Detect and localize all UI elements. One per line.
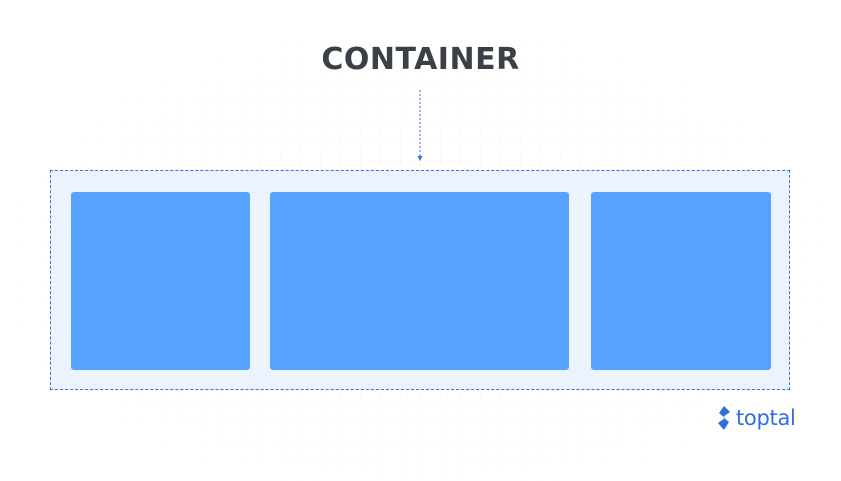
arrow-down-icon xyxy=(417,90,423,161)
toptal-logo: toptal xyxy=(715,404,796,432)
logo-text: toptal xyxy=(736,406,796,430)
flex-item-2 xyxy=(270,192,569,370)
diagram-title: CONTAINER xyxy=(321,42,520,77)
arrow-head xyxy=(417,156,423,161)
flex-container xyxy=(50,170,790,390)
toptal-logo-icon xyxy=(718,406,730,430)
flex-item-3 xyxy=(591,192,771,370)
flex-item-1 xyxy=(71,192,250,370)
